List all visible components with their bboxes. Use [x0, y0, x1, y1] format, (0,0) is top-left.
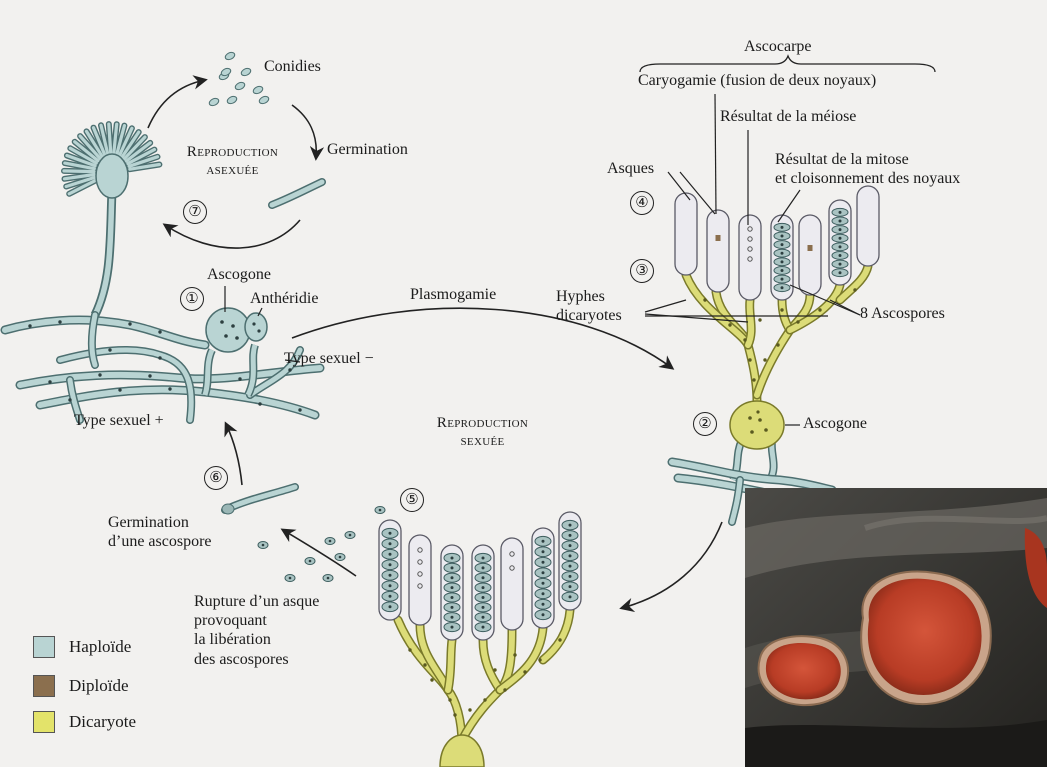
label-rupture-line4: des ascospores	[194, 650, 289, 668]
label-reproduction-sexuee: Reproduction sexuée	[420, 414, 545, 450]
step-6: ⑥	[204, 466, 228, 490]
ascogone-right-shape	[729, 400, 785, 482]
label-rupture-asque: Rupture d’un asque provoquant la libérat…	[194, 592, 319, 669]
arrow-to-ascocarp-bottom	[619, 521, 723, 612]
arrow-to-germination	[291, 104, 325, 161]
arrow-rupture	[280, 528, 357, 577]
photo-illustration	[745, 488, 1047, 767]
leader-lines	[224, 93, 861, 426]
label-germ-ascospore-line2: d’une ascospore	[108, 533, 212, 551]
arrow-to-conidies	[147, 75, 208, 129]
label-ascocarpe: Ascocarpe	[744, 38, 812, 55]
ascocarpe-brace	[639, 54, 936, 73]
label-repro-asexuee-line1: Reproduction	[186, 144, 279, 160]
legend-item-haploide: Haploïde	[33, 636, 131, 658]
arrow-germination-back	[162, 219, 301, 249]
step-4: ④	[630, 191, 654, 215]
legend-label-diploide: Diploïde	[69, 676, 129, 695]
step-3: ③	[630, 259, 654, 283]
label-mitose-line1: Résultat de la mitose	[775, 151, 909, 168]
label-rupture-line1: Rupture d’un asque	[194, 593, 320, 610]
legend-swatch-haploide	[33, 636, 55, 658]
released-ascospores	[257, 506, 386, 582]
label-mitose-line2: et cloisonnement des noyaux	[775, 170, 961, 188]
label-caryogamie: Caryogamie (fusion de deux noyaux)	[638, 72, 877, 89]
step-5: ⑤	[400, 488, 424, 512]
label-plasmogamie: Plasmogamie	[410, 286, 497, 303]
mycelium-left	[0, 311, 325, 424]
ascogone-left-shape	[201, 307, 268, 397]
label-ascogone-left: Ascogone	[207, 266, 271, 283]
label-repro-sexuee-line1: Reproduction	[436, 415, 529, 431]
ascocarp-top	[674, 185, 880, 407]
label-germination-ascospore: Germination d’une ascospore	[108, 513, 212, 551]
germinating-ascospore	[221, 483, 299, 515]
germinating-conidium	[268, 178, 326, 209]
label-mitose: Résultat de la mitose et cloisonnement d…	[775, 150, 960, 188]
ascocarp-bottom	[378, 511, 582, 767]
label-hyphes-line1: Hyphes	[556, 288, 605, 305]
label-type-sexuel-plus: Type sexuel +	[74, 412, 164, 429]
label-antheridie: Anthéridie	[250, 290, 319, 307]
arrow-germ-up	[224, 421, 243, 486]
legend-swatch-dicaryote	[33, 711, 55, 733]
cycle-arrows	[147, 75, 723, 612]
label-rupture-line3: la libération	[194, 631, 271, 649]
arrow-plasmogamie	[291, 307, 675, 370]
label-germ-ascospore-line1: Germination	[108, 514, 189, 531]
label-ascogone-right: Ascogone	[803, 415, 867, 432]
label-meiose: Résultat de la méiose	[720, 108, 857, 125]
step-7: ⑦	[183, 200, 207, 224]
step-1: ①	[180, 287, 204, 311]
label-type-sexuel-minus: Type sexuel −	[284, 350, 374, 367]
legend-swatch-diploide	[33, 675, 55, 697]
label-rupture-line2: provoquant	[194, 612, 267, 630]
label-conidies: Conidies	[264, 58, 321, 75]
label-reproduction-asexuee: Reproduction asexuée	[175, 143, 290, 179]
step-2: ②	[693, 412, 717, 436]
conidia	[208, 51, 270, 107]
legend-label-dicaryote: Dicaryote	[69, 712, 137, 731]
conidiophore	[61, 121, 163, 317]
label-8-ascospores: 8 Ascospores	[860, 305, 945, 322]
label-hyphes-dicaryotes: Hyphes dicaryotes	[556, 287, 622, 325]
label-repro-sexuee-line2: sexuée	[460, 433, 505, 449]
legend-item-dicaryote: Dicaryote	[33, 711, 136, 733]
legend-item-diploide: Diploïde	[33, 675, 129, 697]
label-asques: Asques	[607, 160, 655, 177]
cup-fungi-photo	[745, 488, 1047, 767]
label-germination: Germination	[327, 141, 408, 158]
legend-label-haploide: Haploïde	[69, 637, 132, 656]
label-repro-asexuee-line2: asexuée	[206, 162, 259, 178]
label-hyphes-line2: dicaryotes	[556, 307, 622, 325]
